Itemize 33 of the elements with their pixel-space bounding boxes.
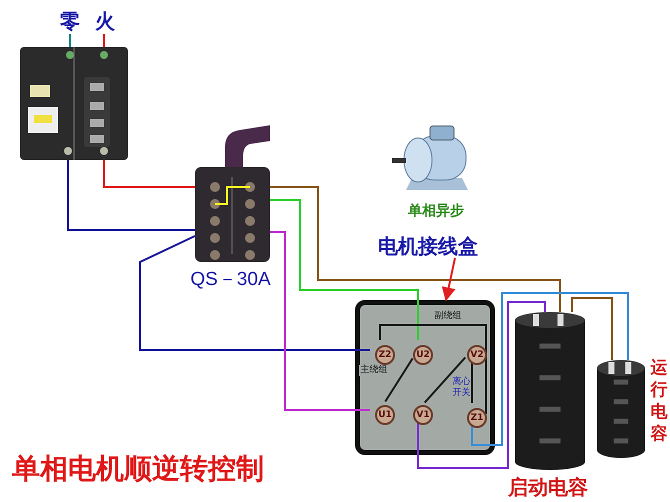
wire	[379, 324, 487, 414]
junction-box	[355, 300, 495, 455]
wire	[571, 297, 613, 360]
wire	[139, 235, 370, 351]
wire	[270, 199, 419, 340]
terminal-post: V2	[467, 345, 487, 365]
wire	[103, 160, 195, 188]
motor-caption: 单相异步	[407, 202, 465, 220]
component-label: 启动电容	[506, 474, 589, 501]
wire	[424, 356, 466, 404]
supply-label: 零	[55, 8, 85, 34]
terminal-post: Z2	[375, 345, 395, 365]
terminal-post: U2	[413, 345, 433, 365]
supply-label: 火	[90, 8, 120, 34]
edge-label: 主绕组	[359, 365, 389, 376]
terminal-post: V1	[413, 405, 433, 425]
wire	[69, 34, 71, 47]
callout-text: 电机接线盒	[366, 234, 490, 258]
wire	[103, 34, 105, 47]
edge-label: 副绕组	[432, 311, 464, 322]
wire	[67, 160, 195, 231]
leader-arrow	[442, 258, 456, 302]
wire	[384, 358, 414, 402]
wire	[270, 231, 370, 411]
terminal-post: U1	[375, 405, 395, 425]
component-label: 运行电容	[649, 357, 668, 445]
wire	[417, 301, 546, 469]
terminal-post: Z1	[467, 408, 487, 428]
wire	[270, 186, 561, 312]
diagram-title: 单相电机顺逆转控制	[12, 451, 264, 487]
wire	[471, 292, 629, 446]
edge-label: 离心开关	[452, 377, 471, 399]
model-label: QS－30A	[189, 268, 272, 292]
